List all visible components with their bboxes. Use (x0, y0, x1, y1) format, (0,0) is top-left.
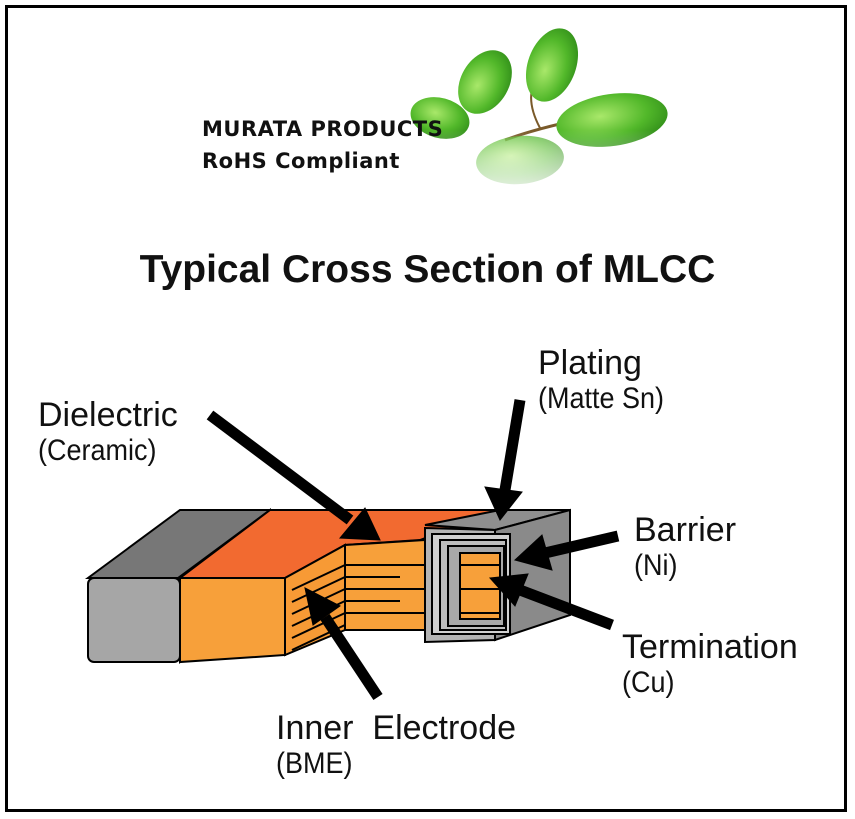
brand-block: MURATA PRODUCTS RoHS Compliant (202, 113, 443, 177)
diagram-title: Typical Cross Section of MLCC (139, 248, 716, 291)
label-plating-sub: (Matte Sn) (538, 382, 665, 415)
label-inner-electrode-main: Inner Electrode (276, 709, 517, 747)
label-barrier-sub: (Ni) (634, 549, 678, 582)
label-termination-sub: (Cu) (622, 666, 675, 699)
label-termination: Termination (Cu) (622, 630, 798, 698)
label-inner-electrode: Inner Electrode (BME) (276, 711, 516, 779)
leaves-icon (410, 28, 670, 190)
label-plating-main: Plating (538, 344, 642, 382)
label-dielectric-main: Dielectric (38, 396, 178, 434)
label-dielectric: Dielectric (Ceramic) (38, 398, 178, 466)
pointer-arrows (206, 399, 620, 701)
label-dielectric-sub: (Ceramic) (38, 434, 157, 467)
mlcc-chip (84, 507, 571, 665)
label-termination-main: Termination (622, 628, 798, 666)
label-barrier: Barrier (Ni) (634, 513, 736, 581)
label-inner-electrode-sub: (BME) (276, 747, 353, 780)
label-plating: Plating (Matte Sn) (538, 346, 678, 414)
brand-line-1: MURATA PRODUCTS (202, 117, 444, 141)
brand-line-2: RoHS Compliant (202, 149, 400, 173)
label-barrier-main: Barrier (634, 511, 737, 549)
